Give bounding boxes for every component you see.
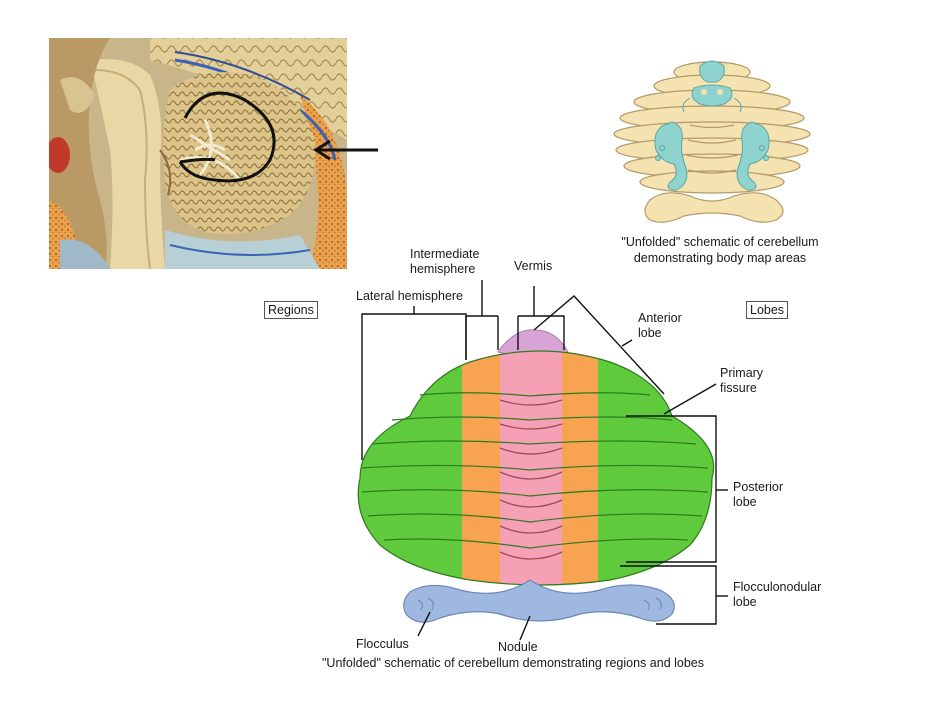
- body-map-caption: "Unfolded" schematic of cerebellum demon…: [600, 234, 840, 266]
- primary-line1: Primary: [720, 366, 764, 380]
- body-map-caption-line1: "Unfolded" schematic of cerebellum: [621, 235, 819, 249]
- intermediate-hemisphere-label: Intermediate hemisphere: [410, 247, 479, 277]
- anterior-lobe-label: Anterior lobe: [638, 311, 682, 341]
- intermediate-line2: hemisphere: [410, 262, 476, 276]
- nodule-label: Nodule: [498, 640, 538, 654]
- primary-line2: fissure: [720, 381, 757, 395]
- intermediate-line1: Intermediate: [410, 247, 480, 261]
- vermis-label: Vermis: [514, 259, 553, 273]
- flocculonodular-shape: [403, 579, 675, 623]
- flocculonodular-line2: lobe: [733, 595, 757, 609]
- primary-fissure-label: Primary fissure: [720, 366, 763, 396]
- posterior-lobe-label: Posterior lobe: [733, 480, 783, 510]
- flocculus-label: Flocculus: [356, 637, 409, 651]
- regions-box: Regions: [264, 301, 318, 319]
- anterior-line2: lobe: [638, 326, 662, 340]
- regions-lobes-caption: "Unfolded" schematic of cerebellum demon…: [322, 656, 705, 670]
- flocculonodular-line1: Flocculonodular: [733, 580, 822, 594]
- flocculonodular-lobe-label: Flocculonodular lobe: [733, 580, 821, 610]
- posterior-line1: Posterior: [733, 480, 784, 494]
- body-map-caption-line2: demonstrating body map areas: [633, 251, 807, 265]
- lateral-hemisphere-label: Lateral hemisphere: [356, 289, 464, 303]
- anterior-line1: Anterior: [638, 311, 682, 325]
- posterior-line2: lobe: [733, 495, 757, 509]
- lobes-box: Lobes: [746, 301, 789, 319]
